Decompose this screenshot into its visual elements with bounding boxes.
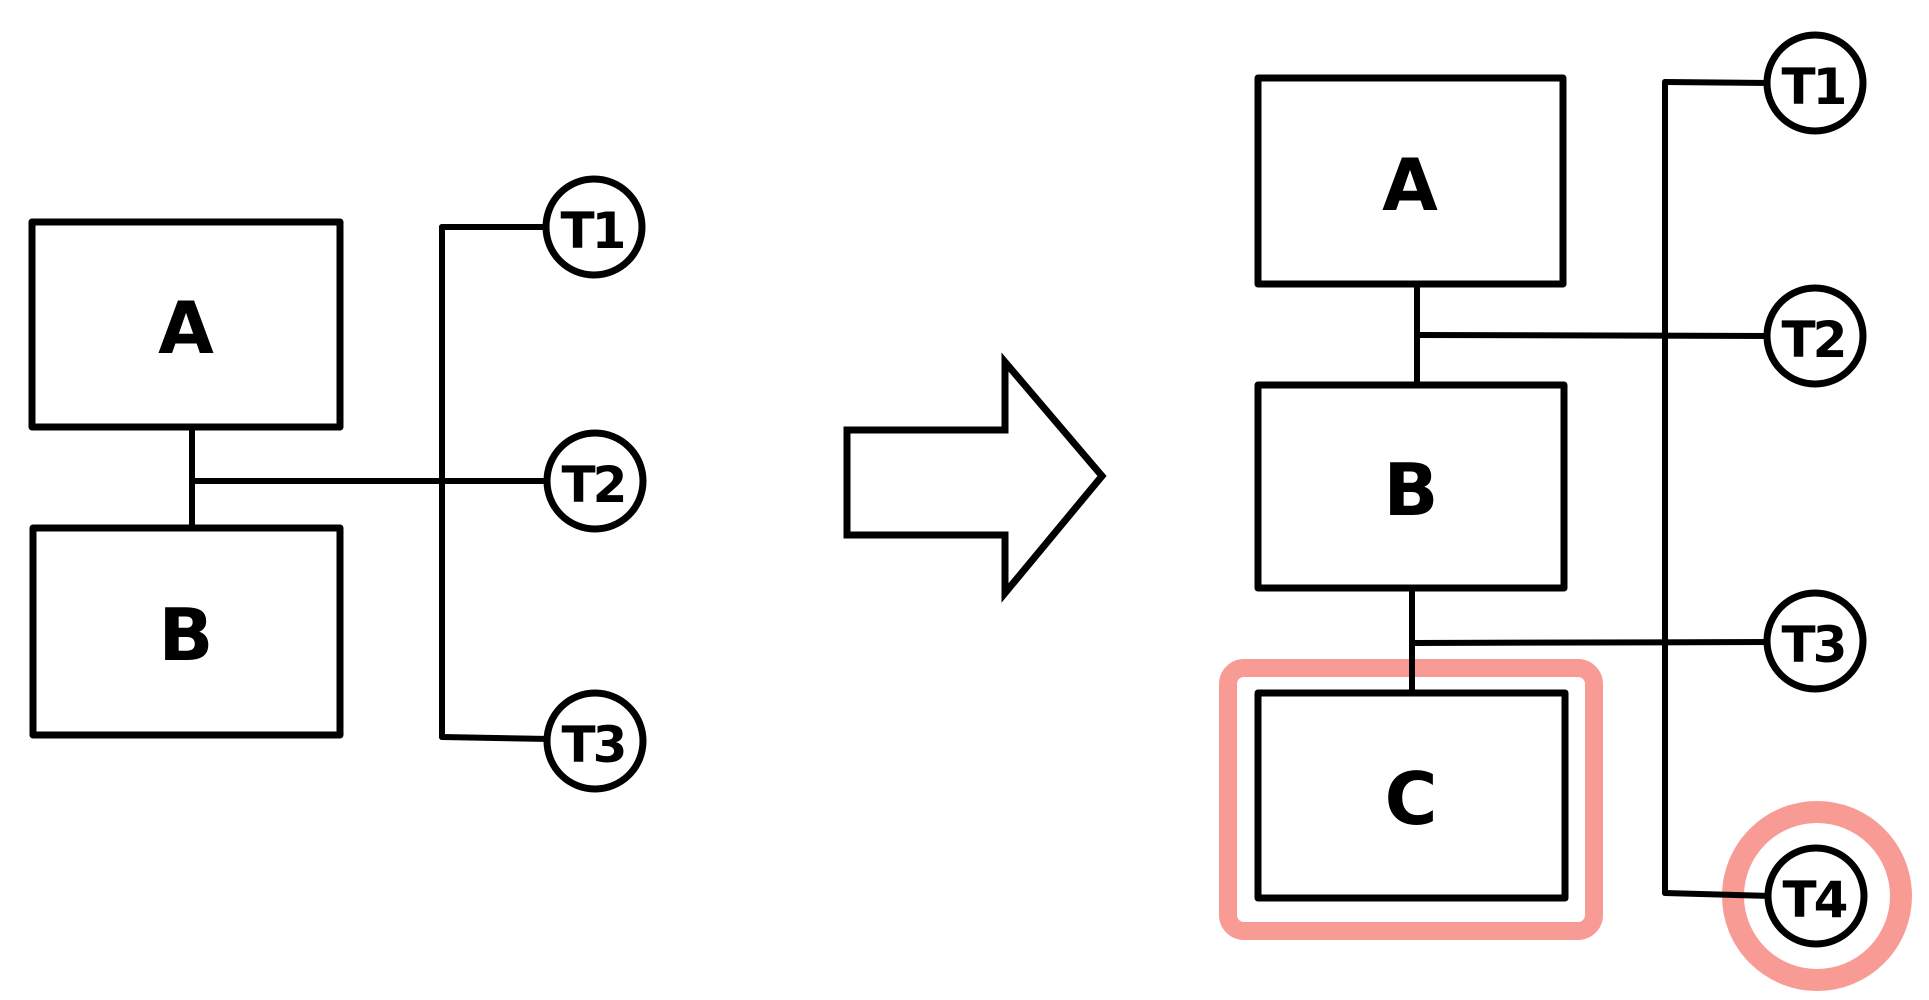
right-branch-t3 <box>1409 639 1773 646</box>
right-terminal-t4-label: T4 <box>1783 871 1847 929</box>
right-box-b <box>1254 381 1568 592</box>
left-terminal-t1-label: T1 <box>561 202 624 260</box>
right-diagram: A B C T1 T2 T3 T4 <box>1219 31 1912 991</box>
right-box-c <box>1254 689 1569 902</box>
right-terminal-t3 <box>1763 589 1867 693</box>
right-terminal-t1-label: T1 <box>1782 58 1845 116</box>
arrow-outline <box>843 352 1107 603</box>
left-terminal-t2-label: T2 <box>562 456 625 514</box>
left-terminal-t2 <box>543 429 647 533</box>
right-branch-t4 <box>1662 890 1774 899</box>
right-branch-t1 <box>1662 79 1773 86</box>
right-terminal-t2-label: T2 <box>1782 311 1845 369</box>
left-box-a-label: A <box>158 286 214 370</box>
right-branch-t2 <box>1414 332 1773 339</box>
left-box-b <box>29 524 344 739</box>
left-branch-t3 <box>439 734 553 742</box>
left-box-b-label: B <box>159 593 214 677</box>
right-terminal-t4 <box>1764 844 1868 948</box>
left-terminal-t3 <box>543 689 647 793</box>
right-box-b-label: B <box>1384 448 1439 532</box>
block-arrow-right-icon <box>843 352 1107 603</box>
right-terminal-t3-label: T3 <box>1782 616 1845 674</box>
right-box-a-label: A <box>1382 143 1438 227</box>
left-terminal-t3-label: T3 <box>562 716 625 774</box>
left-diagram: A B T1 T2 T3 <box>28 175 647 793</box>
right-terminal-t2 <box>1763 284 1867 388</box>
right-box-c-label: C <box>1385 757 1438 841</box>
right-box-a <box>1254 74 1567 288</box>
right-terminal-t1 <box>1763 31 1867 135</box>
left-terminal-t1 <box>542 175 646 279</box>
left-box-a <box>28 218 344 431</box>
